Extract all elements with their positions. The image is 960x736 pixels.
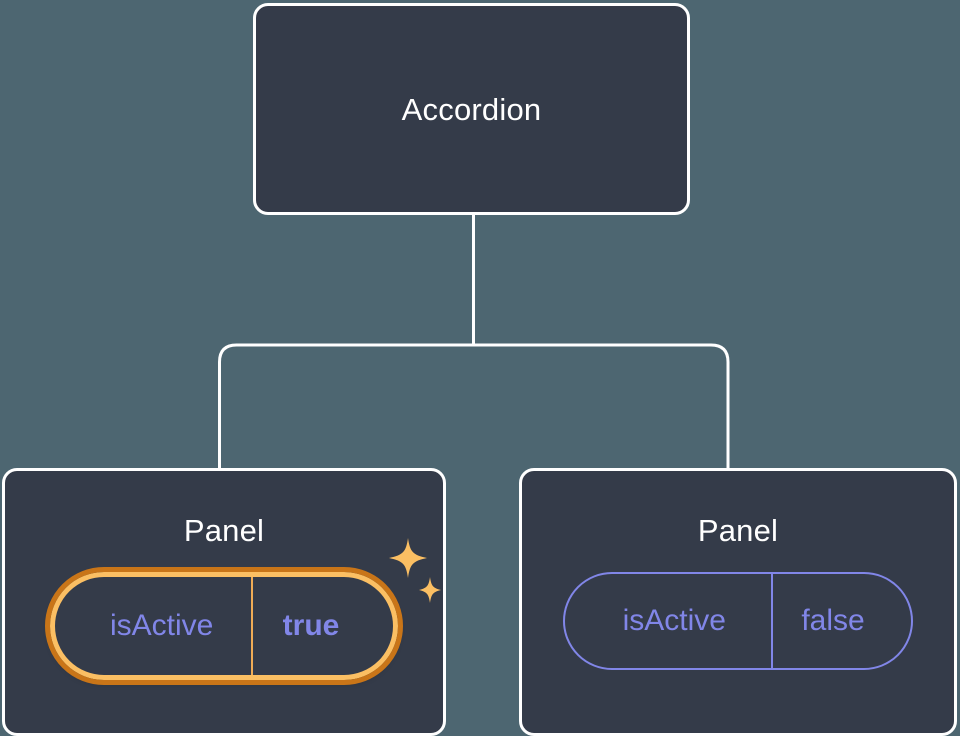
node-accordion[interactable]: Accordion <box>253 3 690 215</box>
node-panel-inactive[interactable]: Panel isActive false <box>519 468 957 736</box>
node-panel-active-title: Panel <box>183 513 265 548</box>
sparkle-large-icon <box>389 538 428 578</box>
sparkles-group <box>389 538 442 603</box>
prop-pill-isactive-false[interactable]: isActive false <box>563 572 913 670</box>
prop-key-label: isActive <box>55 577 253 675</box>
prop-value-label: false <box>801 604 865 637</box>
connector-branch-bar <box>218 343 730 468</box>
prop-value-label: true <box>282 609 340 642</box>
prop-pill-active-wrapper: isActive true <box>44 538 442 685</box>
node-panel-inactive-title: Panel <box>697 513 779 548</box>
prop-pill-isactive-true[interactable]: isActive true <box>44 567 404 685</box>
node-panel-active[interactable]: Panel isActive true <box>2 468 446 736</box>
prop-pill-inactive-wrapper: isActive false <box>563 572 913 670</box>
prop-key-label: isActive <box>565 574 774 668</box>
sparkle-small-icon <box>419 577 442 603</box>
node-accordion-title: Accordion <box>401 91 542 127</box>
